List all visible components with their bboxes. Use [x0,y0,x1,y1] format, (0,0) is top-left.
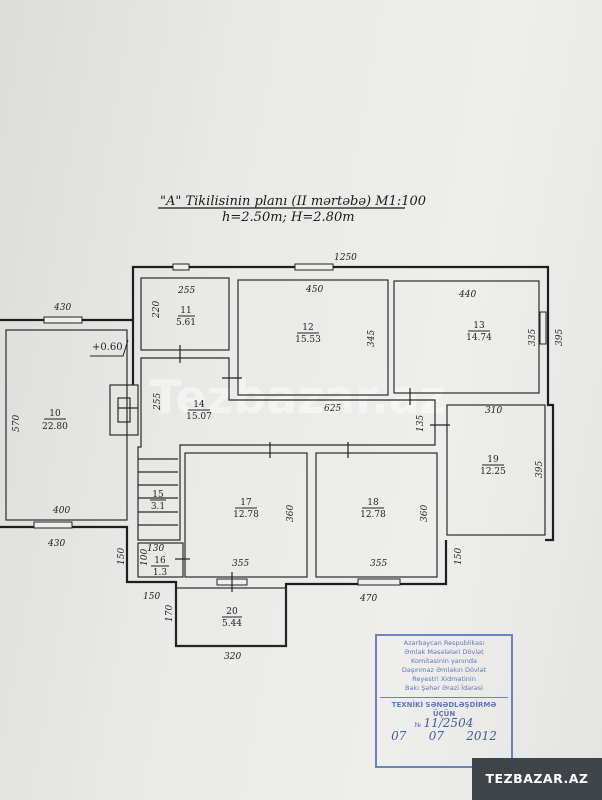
svg-text:17: 17 [240,498,252,508]
svg-text:19: 19 [487,455,499,465]
svg-text:355: 355 [370,559,387,569]
svg-text:20: 20 [226,607,238,617]
svg-text:12.78: 12.78 [360,510,386,520]
svg-text:170: 170 [165,605,175,622]
room-15-stairs [138,458,178,526]
stamp-date-year: 2012 [466,729,497,743]
watermark: Tezbazar.az [150,370,447,424]
stamp-line: Əmlak Məsələləri Dövlət [404,648,484,656]
svg-text:10: 10 [49,409,61,419]
windows [33,263,547,586]
svg-text:135: 135 [416,415,426,432]
svg-text:570: 570 [12,415,22,432]
svg-text:5.44: 5.44 [222,619,242,629]
svg-text:15.07: 15.07 [186,412,212,422]
stamp-line: Reyestri Xidmətinin [412,675,476,683]
svg-text:13: 13 [473,321,485,331]
svg-text:150: 150 [454,548,464,565]
room-18 [315,452,438,578]
svg-text:440: 440 [458,290,476,300]
stamp-purpose: ÜÇÜN [432,710,456,718]
svg-text:18: 18 [367,498,379,508]
svg-text:1250: 1250 [334,253,357,263]
site-badge: TEZBAZAR.AZ [472,758,602,800]
svg-text:395: 395 [535,461,545,478]
svg-text:14.74: 14.74 [466,333,492,343]
svg-text:360: 360 [420,505,430,522]
registry-stamp: Azərbaycan Respublikası Əmlak Məsələləri… [375,634,513,768]
stamp-line: Daşınmaz Əmlakın Dövlət [401,666,487,674]
plan-title: "A" Tikilisinin planı (II mərtəbə) M1:10… [160,194,426,209]
svg-text:625: 625 [324,404,341,414]
room-10 [5,329,128,521]
plan-subtitle: h=2.50m; H=2.80m [222,210,355,225]
room-16 [137,542,184,578]
svg-text:22.80: 22.80 [42,422,68,432]
svg-text:5.61: 5.61 [176,318,196,328]
svg-text:12.25: 12.25 [480,467,506,477]
stamp-purpose: TEXNİKİ SƏNƏDLƏŞDİRMƏ [391,701,497,709]
stamp-number-label: № [414,721,422,729]
room-labels: 10 22.80 11 5.61 12 15.53 13 14.74 14 15.07 1… [42,306,506,629]
svg-text:395: 395 [555,329,565,346]
stamp-line: Bakı Şəhər Ərazi İdarəsi [404,684,483,692]
dimension-labels: 1250 430 570 400 430 255 220 450 345 440… [12,253,565,662]
svg-text:430: 430 [53,303,71,313]
svg-text:14: 14 [193,400,205,410]
room-11 [140,277,230,351]
room-14 [137,357,436,541]
svg-text:310: 310 [485,406,502,416]
svg-text:150: 150 [143,592,160,602]
svg-text:3.1: 3.1 [151,502,165,512]
svg-text:12: 12 [302,323,313,333]
svg-text:320: 320 [224,652,241,662]
svg-text:255: 255 [153,393,163,411]
outer-walls [0,265,555,648]
svg-text:355: 355 [232,559,249,569]
svg-text:16: 16 [154,556,166,566]
svg-text:1.3: 1.3 [153,568,168,578]
svg-text:430: 430 [47,539,65,549]
stamp-number: 11/2504 [423,716,474,730]
room-13 [393,280,540,394]
svg-text:470: 470 [359,594,377,604]
svg-text:150: 150 [117,548,127,565]
stamp-line: Azərbaycan Respublikası [403,639,485,647]
room-20 [175,587,287,647]
svg-text:15.53: 15.53 [295,335,321,345]
svg-text:100: 100 [140,549,150,566]
doors [118,345,450,592]
svg-text:400: 400 [52,506,70,516]
svg-text:335: 335 [528,329,538,346]
room-17 [184,452,308,578]
chimney [109,384,139,436]
svg-text:220: 220 [152,301,162,319]
svg-text:12.78: 12.78 [233,510,259,520]
stamp-date-month: 07 [428,729,444,743]
level-mark: +0.60 [90,339,129,357]
svg-text:345: 345 [367,330,377,347]
svg-text:255: 255 [177,286,195,296]
svg-text:130: 130 [147,544,164,554]
svg-text:15: 15 [152,490,164,500]
room-12 [237,279,389,396]
svg-text:+0.60: +0.60 [92,342,123,353]
svg-text:450: 450 [305,285,323,295]
stamp-line: Komitəsinin yanında [411,657,477,665]
stamp-date-day: 07 [391,729,407,743]
room-19 [446,404,546,536]
svg-text:360: 360 [286,505,296,522]
svg-text:11: 11 [180,306,191,316]
